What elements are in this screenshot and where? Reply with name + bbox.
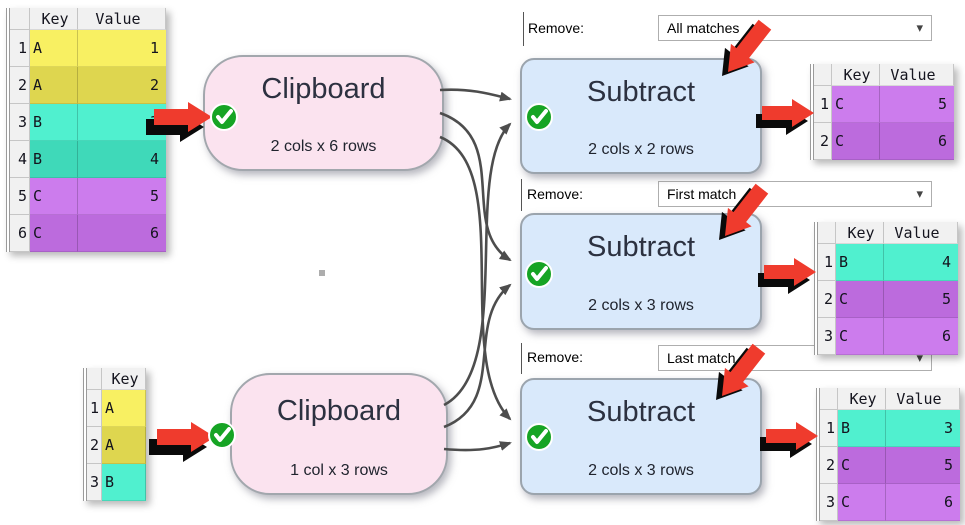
node-title: Subtract (587, 76, 695, 108)
node-title: Subtract (587, 396, 695, 428)
node-size-label: 2 cols x 2 rows (588, 141, 694, 158)
red-arrow-to-result-first-match (758, 258, 816, 294)
table-header-row: Key Value (818, 222, 958, 244)
table-row: 3 B (87, 464, 146, 501)
remove-label: Remove: (527, 349, 584, 365)
table-header-row: Key Value (814, 64, 954, 86)
table-row: 1 C 5 (814, 86, 954, 123)
result-table-first-match: Key Value 1 B 4 2 C 5 3 C 6 (814, 222, 958, 355)
node-subtract-last-match[interactable]: Subtract 2 cols x 3 rows (520, 378, 762, 495)
chevron-down-icon[interactable]: ▾ (916, 350, 923, 365)
table-row: 5 C 5 (10, 178, 166, 215)
connector-clipboardtop-subtract1 (439, 88, 512, 102)
remove-label: Remove: (528, 20, 585, 36)
col-header-key: Key (838, 388, 886, 410)
connector-clipboardbottom-subtract2 (443, 283, 512, 429)
options-panel-edge (523, 12, 524, 46)
table-header-row: Key Value (820, 388, 960, 410)
table-row: 2 A (87, 427, 146, 464)
table-row: 2 C 5 (818, 281, 958, 318)
remove-label: Remove: (527, 186, 584, 202)
table-row: 2 C 6 (814, 123, 954, 160)
result-table-last-match: Key Value 1 B 3 2 C 5 3 C 6 (816, 388, 960, 521)
table-header-row: Key Value (10, 8, 166, 30)
col-header-value: Value (78, 8, 166, 30)
chevron-down-icon[interactable]: ▾ (916, 20, 923, 35)
remove-dropdown-first-match[interactable]: First match ▾ (658, 181, 932, 207)
dropdown-value: First match (667, 186, 737, 202)
dropdown-value: All matches (667, 20, 740, 36)
connector-clipboardtop-subtract2 (439, 111, 512, 262)
table-header-row: Key (87, 368, 146, 390)
col-header-key: Key (30, 8, 78, 30)
table-row: 6 C 6 (10, 215, 166, 252)
node-size-label: 2 cols x 3 rows (588, 297, 694, 314)
source-table-small: Key 1 A 2 A 3 B (83, 368, 146, 501)
col-header-value: Value (884, 222, 958, 244)
source-table-main: Key Value 1 A 1 2 A 2 3 B 3 4 B 4 5 C 5 (6, 8, 166, 252)
table-row: 1 A (87, 390, 146, 427)
node-size-label: 1 col x 3 rows (290, 462, 388, 479)
red-arrow-to-result-all-matches (756, 99, 814, 135)
options-panel-edge (521, 343, 522, 374)
col-header-value: Value (886, 388, 960, 410)
table-row: 1 A 1 (10, 30, 166, 67)
col-header-key: Key (102, 368, 146, 390)
connector-clipboardbottom-subtract3 (443, 441, 512, 452)
connector-clipboardbottom-subtract1 (443, 122, 512, 407)
table-row: 2 C 5 (820, 447, 960, 484)
node-clipboard-bottom[interactable]: Clipboard 1 col x 3 rows (230, 373, 448, 495)
dropdown-value: Last match (667, 350, 736, 366)
red-arrow-into-clipboard-bottom (149, 422, 215, 462)
canvas-grid-dot (319, 270, 325, 276)
col-header-value: Value (880, 64, 954, 86)
table-row: 3 C 6 (818, 318, 958, 355)
col-header-key: Key (832, 64, 880, 86)
node-size-label: 2 cols x 3 rows (588, 462, 694, 479)
result-table-all-matches: Key Value 1 C 5 2 C 6 (810, 64, 954, 160)
node-title: Clipboard (276, 395, 402, 427)
node-title: Clipboard (261, 73, 386, 105)
remove-dropdown-all-matches[interactable]: All matches ▾ (658, 15, 932, 41)
options-panel-edge (521, 179, 522, 211)
node-size-label: 2 cols x 6 rows (270, 138, 377, 155)
table-row: 3 B 3 (10, 104, 166, 141)
node-clipboard-top[interactable]: Clipboard 2 cols x 6 rows (203, 55, 444, 171)
chevron-down-icon[interactable]: ▾ (916, 186, 923, 201)
col-header-key: Key (836, 222, 884, 244)
table-row: 4 B 4 (10, 141, 166, 178)
node-subtract-first-match[interactable]: Subtract 2 cols x 3 rows (520, 213, 762, 330)
red-arrow-to-result-last-match (760, 422, 818, 458)
table-row: 1 B 4 (818, 244, 958, 281)
node-subtract-all-matches[interactable]: Subtract 2 cols x 2 rows (520, 58, 762, 174)
connector-clipboardtop-subtract3 (439, 135, 512, 421)
table-row: 3 C 6 (820, 484, 960, 521)
node-title: Subtract (587, 231, 695, 263)
table-row: 2 A 2 (10, 67, 166, 104)
table-row: 1 B 3 (820, 410, 960, 447)
